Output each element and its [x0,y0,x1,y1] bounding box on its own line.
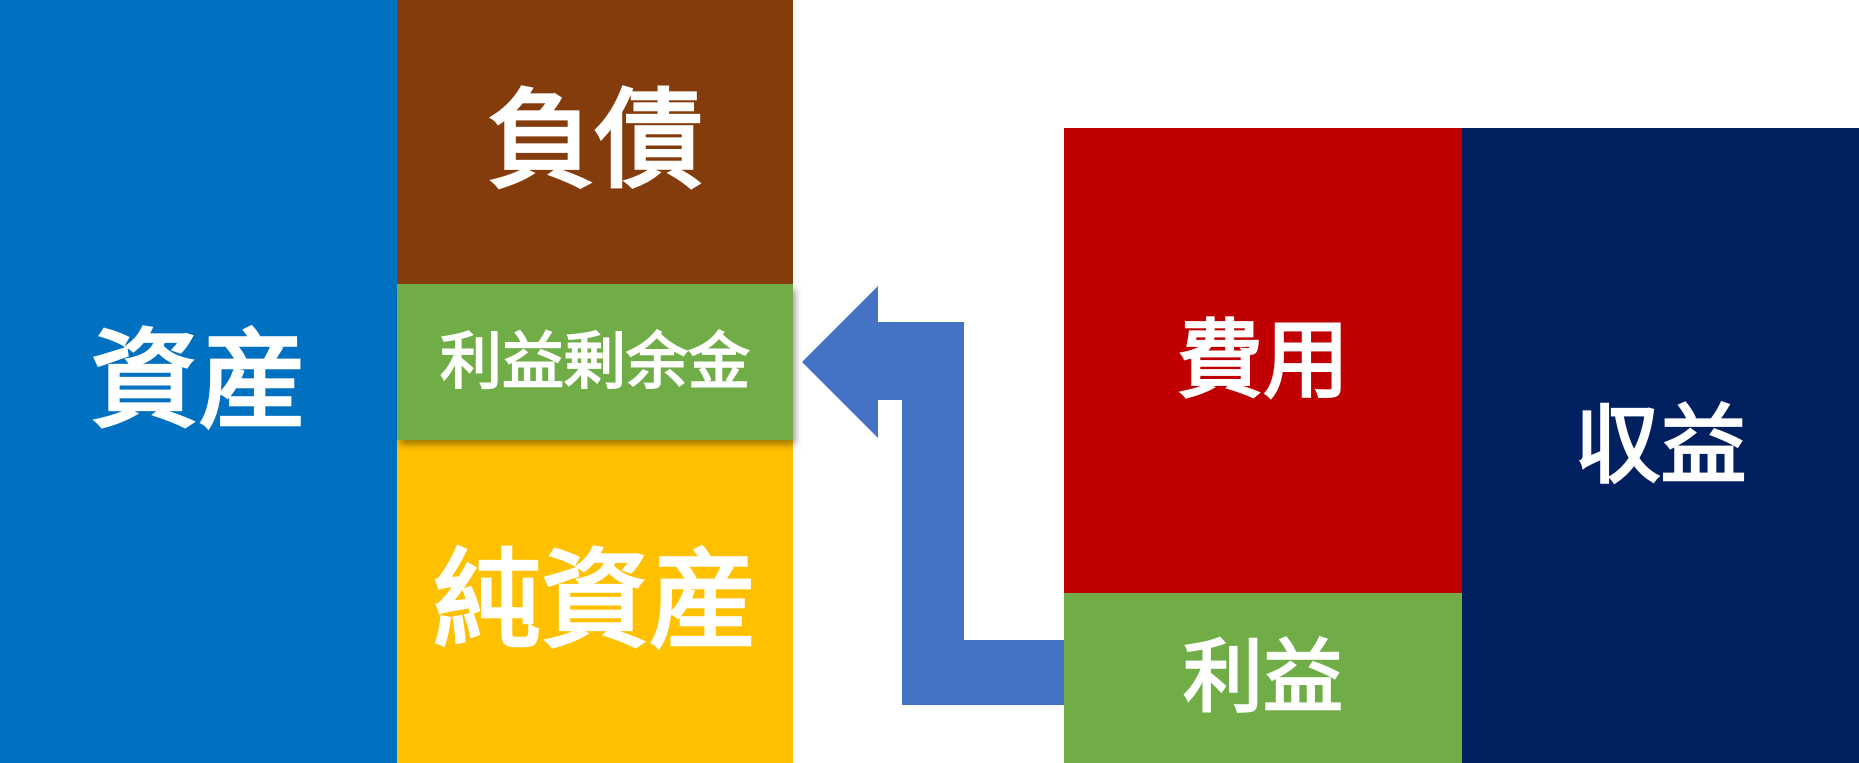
liabilities-block: 負債 [397,0,793,284]
revenue-label: 収益 [1574,395,1747,496]
revenue-block: 収益 [1462,128,1859,763]
expenses-label: 費用 [1177,310,1349,411]
arrow-shape [802,286,1064,705]
profit-label: 利益 [1183,631,1343,724]
net-assets-block: 純資産 [397,440,793,763]
profit-block: 利益 [1064,593,1462,763]
expenses-block: 費用 [1064,128,1462,593]
net-assets-label: 純資産 [432,538,757,664]
liabilities-label: 負債 [486,79,703,204]
assets-label: 資産 [90,318,307,444]
retained-earnings-label: 利益剰余金 [439,325,750,398]
assets-block: 資産 [0,0,397,763]
retained-earnings-block: 利益剰余金 [397,284,793,440]
